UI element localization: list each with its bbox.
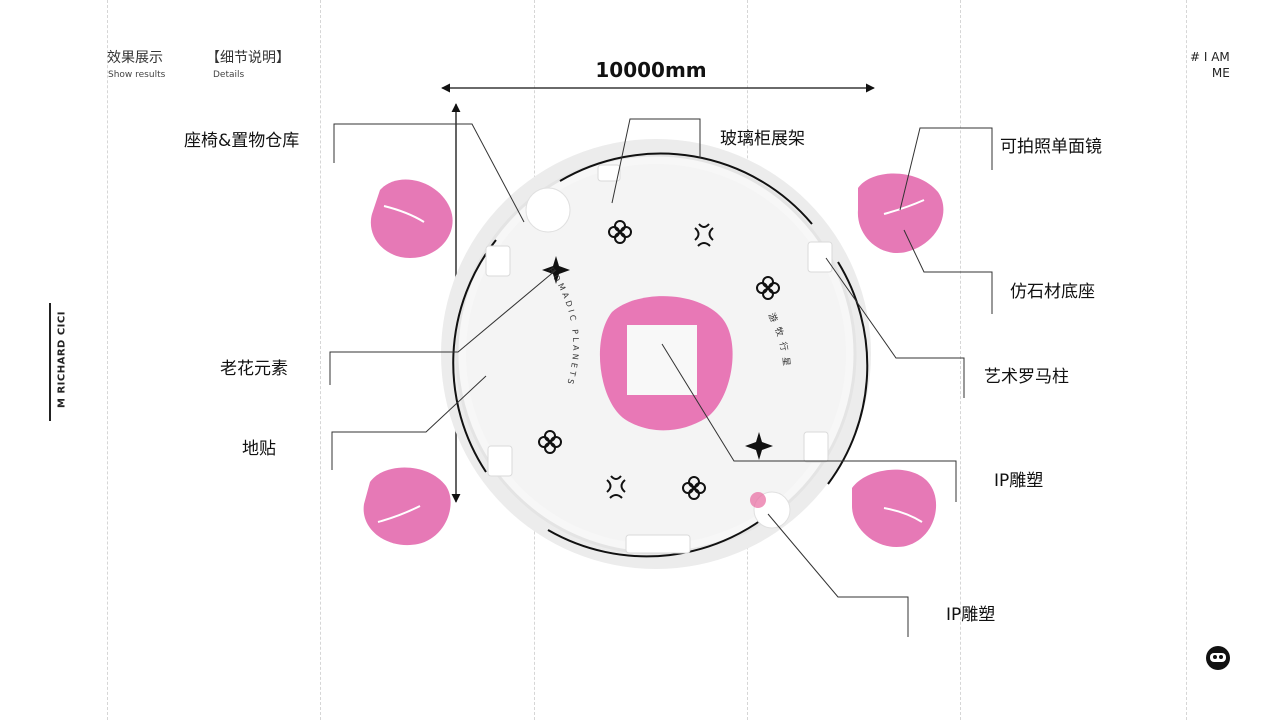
guide-line [960,0,961,720]
leader-lines [329,118,993,637]
central-pedestal [627,325,697,395]
boundary-arc-left [452,239,497,473]
side-brand: M RICHARD CICI [43,303,71,421]
boundary-arc-top [559,152,813,225]
brand-logo-icon [1206,646,1230,670]
dimension-label: 10000mm [595,58,706,82]
detail-subtitle: Details [213,70,245,80]
corner-tag-line1: # I AM [1190,50,1230,64]
label-mirror: 可拍照单面镜 [1000,137,1102,157]
floral-quatrefoil [538,220,780,500]
label-seating-storage: 座椅&置物仓库 [184,131,300,151]
floral-petal-motif [606,223,714,499]
label-glass-cabinet: 玻璃柜展架 [720,129,805,149]
guide-line [320,0,321,720]
label-roman-column: 艺术罗马柱 [984,367,1069,387]
label-ip-sculpture-1: IP雕塑 [994,471,1044,491]
label-floral-element: 老花元素 [220,359,288,379]
corner-tag-line2: ME [1211,66,1230,80]
section-title: 效果展示 [107,50,163,66]
guide-line [1186,0,1187,720]
mirror-slit [377,199,925,523]
pink-mirror [363,173,944,547]
ip-sculpture-accent [750,492,766,508]
corner-tag: # I AM ME [1190,49,1230,81]
label-floor-sticker: 地贴 [242,439,276,459]
label-stone-base: 仿石材底座 [1010,282,1095,302]
boundary-arc-bottom [547,502,783,558]
boundary-arc-right [827,261,869,485]
label-ip-sculpture-2: IP雕塑 [946,605,996,625]
storage-seat [525,187,571,233]
section-subtitle: Show results [108,70,166,80]
guide-line [107,0,108,720]
detail-title: 【细节说明】 [206,50,290,66]
rim-seats [485,164,833,554]
brand-bar [49,303,51,421]
